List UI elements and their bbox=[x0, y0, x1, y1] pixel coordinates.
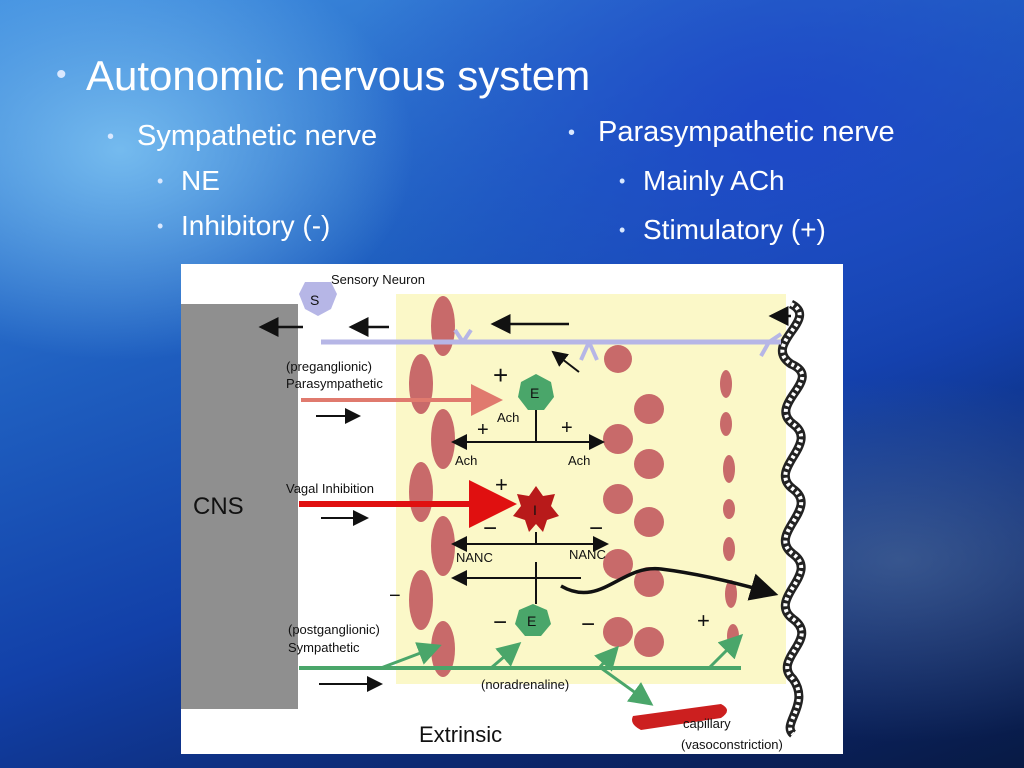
bullet-icon: • bbox=[568, 122, 576, 144]
excitatory-neuron-bottom bbox=[515, 604, 551, 636]
secretomotor-arrow bbox=[560, 566, 779, 601]
sensory-cell-body bbox=[299, 282, 337, 316]
ach-left-label: Ach bbox=[455, 453, 477, 468]
sensory-neuron-label: Sensory Neuron bbox=[331, 272, 425, 287]
parasympathetic-heading: • Parasympathetic nerve bbox=[568, 116, 895, 149]
sympathetic-heading-text: Sympathetic nerve bbox=[137, 120, 378, 152]
plus-sign: + bbox=[495, 472, 508, 497]
minus-sign: − bbox=[589, 515, 603, 542]
sensory-input-arrow bbox=[551, 350, 580, 373]
plus-sign: + bbox=[697, 608, 710, 633]
slide-title: • Autonomic nervous system bbox=[56, 52, 591, 100]
circular-muscle bbox=[603, 345, 664, 657]
sympathetic-branch bbox=[380, 642, 442, 670]
bullet-icon: • bbox=[107, 126, 115, 148]
noradrenaline-label: (noradrenaline) bbox=[481, 677, 569, 692]
ach-right-label: Ach bbox=[568, 453, 590, 468]
vessel-branch bbox=[600, 666, 654, 706]
minus-sign: − bbox=[389, 585, 401, 607]
enteric-innervation-diagram: CNS S Sensory Neuron bbox=[181, 264, 843, 754]
parasympathetic-label: Parasympathetic bbox=[286, 376, 383, 391]
capillary-label: capillary bbox=[683, 716, 731, 731]
preganglionic-label: (preganglionic) bbox=[286, 359, 372, 374]
extrinsic-label: Extrinsic bbox=[419, 722, 502, 747]
cns-block bbox=[181, 304, 298, 709]
postganglionic-label: (postganglionic) bbox=[288, 622, 380, 637]
minus-sign: − bbox=[581, 611, 595, 638]
sympathetic-point-text: Inhibitory (-) bbox=[181, 210, 331, 241]
slide-title-text: Autonomic nervous system bbox=[86, 52, 591, 99]
plus-sign: + bbox=[561, 417, 573, 439]
neuron-e-top-label: E bbox=[530, 385, 539, 401]
bullet-icon: • bbox=[56, 58, 67, 91]
sympathetic-point-2: • Inhibitory (-) bbox=[157, 210, 331, 242]
inhibitory-neuron bbox=[513, 486, 559, 532]
parasympathetic-point-text: Mainly ACh bbox=[643, 165, 785, 196]
bullet-icon: • bbox=[619, 220, 626, 240]
sympathetic-heading: • Sympathetic nerve bbox=[107, 120, 378, 153]
parasympathetic-heading-text: Parasympathetic nerve bbox=[598, 116, 895, 148]
sympathetic-branch bbox=[594, 645, 620, 672]
vagal-inhibition-label: Vagal Inhibition bbox=[286, 481, 374, 496]
bullet-icon: • bbox=[157, 171, 164, 191]
parasympathetic-point-1: • Mainly ACh bbox=[619, 165, 785, 197]
sensory-symbol: S bbox=[310, 292, 319, 308]
nanc-right-label: NANC bbox=[569, 547, 606, 562]
bullet-icon: • bbox=[157, 216, 164, 236]
vasoconstriction-label: (vasoconstriction) bbox=[681, 737, 783, 752]
neuron-e-bottom-label: E bbox=[527, 613, 536, 629]
plus-sign: + bbox=[493, 360, 508, 390]
bullet-icon: • bbox=[619, 171, 626, 191]
mucosa-inner bbox=[780, 302, 805, 736]
ach-center-label: Ach bbox=[497, 410, 519, 425]
sympathetic-point-text: NE bbox=[181, 165, 220, 196]
sympathetic-label: Sympathetic bbox=[288, 640, 360, 655]
sympathetic-branch bbox=[707, 633, 744, 670]
plus-sign: + bbox=[477, 419, 489, 441]
nanc-left-label: NANC bbox=[456, 550, 493, 565]
sensory-branch bbox=[453, 328, 473, 344]
sensory-branch bbox=[579, 341, 599, 361]
sympathetic-point-1: • NE bbox=[157, 165, 220, 197]
parasympathetic-point-text: Stimulatory (+) bbox=[643, 214, 826, 245]
tissue-zone bbox=[396, 294, 786, 684]
cns-label: CNS bbox=[193, 493, 244, 520]
sensory-branch bbox=[759, 332, 783, 357]
neuron-i-label: I bbox=[533, 502, 537, 518]
minus-sign: − bbox=[493, 609, 507, 636]
parasympathetic-point-2: • Stimulatory (+) bbox=[619, 214, 826, 246]
excitatory-neuron-top bbox=[518, 374, 554, 410]
sympathetic-branch bbox=[490, 642, 522, 670]
minus-sign: − bbox=[483, 515, 497, 542]
capillary-shape bbox=[632, 704, 727, 730]
